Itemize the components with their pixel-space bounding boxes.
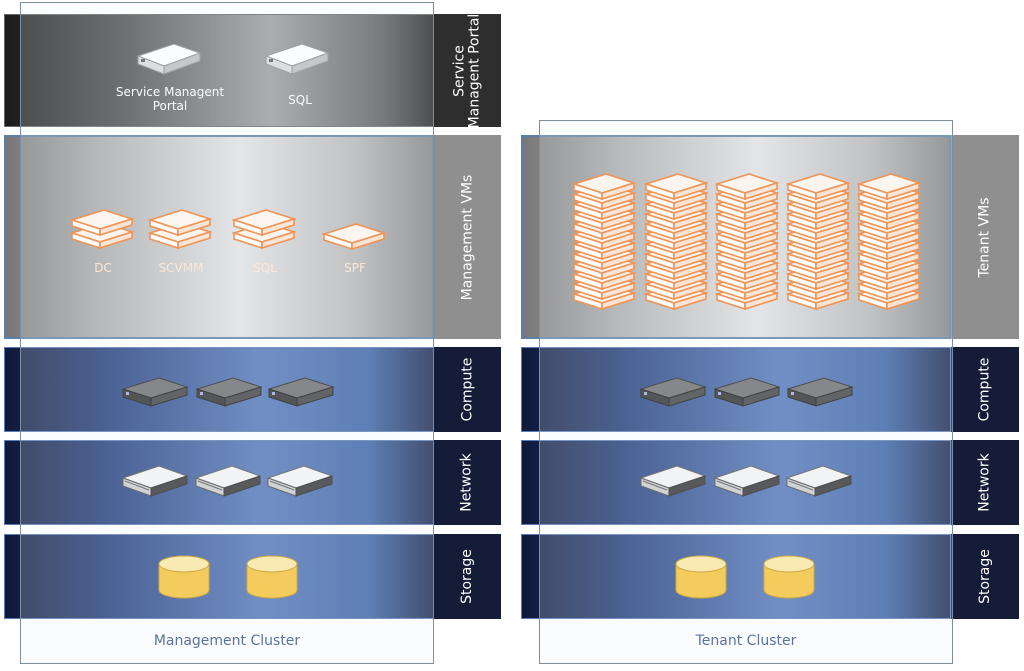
tenant-vms-label-column: Tenant VMs <box>951 135 1019 339</box>
portal-band-label: Service Managent Portal <box>451 13 483 128</box>
management-storage-band <box>4 534 434 619</box>
vm-server-icon <box>857 172 923 202</box>
vm-label: SPF <box>344 261 366 275</box>
management-vms-label-column: Management VMs <box>434 135 501 339</box>
tenant-storage-label: Storage <box>976 549 993 604</box>
tenant-cluster-frame: Tenant Cluster <box>539 120 953 664</box>
portal-sql-server-icon <box>264 40 330 76</box>
network-switch-icon <box>121 463 189 499</box>
vm-server-icon <box>70 208 136 252</box>
rack-server-icon <box>195 375 263 409</box>
management-cluster-title: Management Cluster <box>153 633 301 649</box>
tenant-network-label-column: Network <box>951 440 1019 525</box>
management-storage-label-column: Storage <box>434 534 501 619</box>
network-switch-icon <box>639 463 707 499</box>
management-network-band <box>4 440 434 525</box>
portal-band-label-column: Service Managent Portal <box>434 13 501 128</box>
network-switch-icon <box>266 463 334 499</box>
management-network-label: Network <box>459 453 475 512</box>
management-compute-label: Compute <box>459 357 475 422</box>
network-switch-icon <box>785 463 853 499</box>
disk-icon <box>157 555 211 599</box>
vm-server-icon <box>644 172 710 202</box>
vm-server-icon <box>786 172 852 202</box>
network-switch-icon <box>194 463 262 499</box>
management-compute-label-column: Compute <box>434 347 501 432</box>
management-storage-label: Storage <box>459 549 475 604</box>
tenant-storage-label-column: Storage <box>951 534 1019 619</box>
rack-server-icon <box>639 375 707 409</box>
disk-icon <box>245 555 299 599</box>
rack-server-icon <box>121 375 189 409</box>
disk-icon <box>762 555 816 599</box>
tenant-network-label: Network <box>976 453 993 512</box>
vm-server-icon <box>572 172 638 202</box>
vm-server-icon <box>322 222 388 252</box>
management-network-label-column: Network <box>434 440 501 525</box>
vm-server-icon <box>232 208 298 252</box>
portal-server-label: Service Managent Portal <box>115 85 225 113</box>
vm-label: DC <box>94 261 112 275</box>
vm-server-icon <box>148 208 214 252</box>
tenant-cluster-title: Tenant Cluster <box>695 633 797 649</box>
rack-server-icon <box>786 375 854 409</box>
management-vms-label: Management VMs <box>459 174 475 300</box>
disk-icon <box>674 555 728 599</box>
rack-server-icon <box>713 375 781 409</box>
tenant-storage-band <box>521 534 951 619</box>
rack-server-icon <box>267 375 335 409</box>
portal-band <box>4 14 434 127</box>
portal-sql-server-label: SQL <box>288 93 312 107</box>
tenant-compute-label: Compute <box>976 357 993 422</box>
vm-label: SCVMM <box>158 261 204 275</box>
portal-server-icon <box>136 40 202 76</box>
network-switch-icon <box>713 463 781 499</box>
tenant-vms-label: Tenant VMs <box>976 196 993 278</box>
vm-server-icon <box>715 172 781 202</box>
management-cluster-frame: Management Cluster <box>20 2 434 664</box>
vm-label: SQL <box>253 261 277 275</box>
tenant-compute-label-column: Compute <box>951 347 1019 432</box>
